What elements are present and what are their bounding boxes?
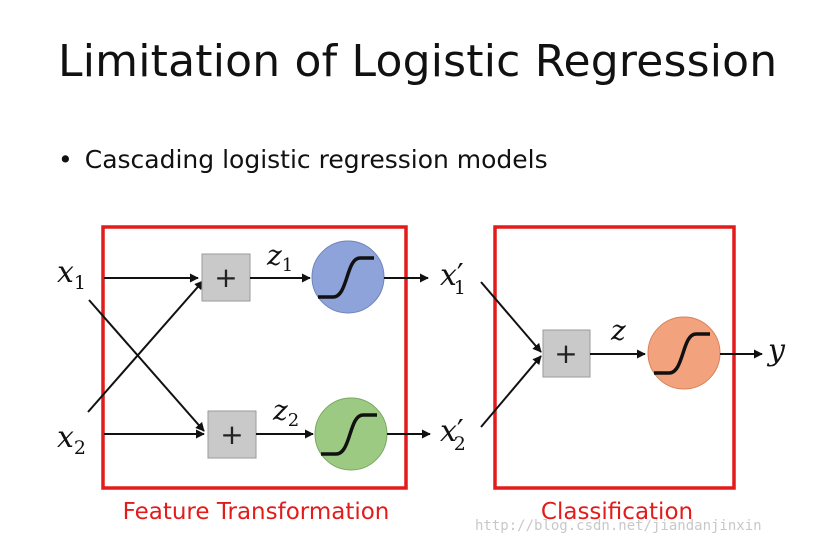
z2-label: z2 <box>272 394 299 431</box>
sigmoid-curve-3-icon <box>654 332 710 375</box>
classification-label: Classification <box>541 499 693 525</box>
sigmoid-curve-1-icon <box>318 256 374 299</box>
feature-transformation-box <box>101 225 408 490</box>
slide-title: Limitation of Logistic Regression <box>58 36 778 87</box>
sum-node-3-symbol: + <box>554 337 577 370</box>
classification-box <box>493 225 736 490</box>
edge-x2-sum1 <box>87 280 204 413</box>
z1-label: z1 <box>266 239 293 276</box>
edge-x2p-sum3 <box>480 355 542 428</box>
sum-node-1 <box>201 253 251 302</box>
edge-x1p-sum3 <box>480 281 542 353</box>
x2-prime-label: x′2 <box>440 414 466 455</box>
edge-x1-sum2 <box>88 299 205 432</box>
bullet-item: • Cascading logistic regression models <box>58 145 548 174</box>
bullet-text: Cascading logistic regression models <box>84 145 548 174</box>
sum-node-1-symbol: + <box>214 261 237 294</box>
sigmoid-curve-2-icon <box>321 413 377 456</box>
output-y-label: y <box>766 333 786 368</box>
feature-transformation-label: Feature Transformation <box>123 499 390 525</box>
input-x2-label: x2 <box>57 420 86 459</box>
x1-prime-label: x′1 <box>440 258 466 299</box>
input-x1-label: x1 <box>57 255 86 294</box>
watermark: http://blog.csdn.net/jiandanjinxin <box>475 518 762 534</box>
sum-node-2 <box>207 410 257 459</box>
bullet-dot: • <box>58 145 73 174</box>
z-label: z <box>610 314 626 347</box>
sum-node-2-symbol: + <box>220 418 243 451</box>
